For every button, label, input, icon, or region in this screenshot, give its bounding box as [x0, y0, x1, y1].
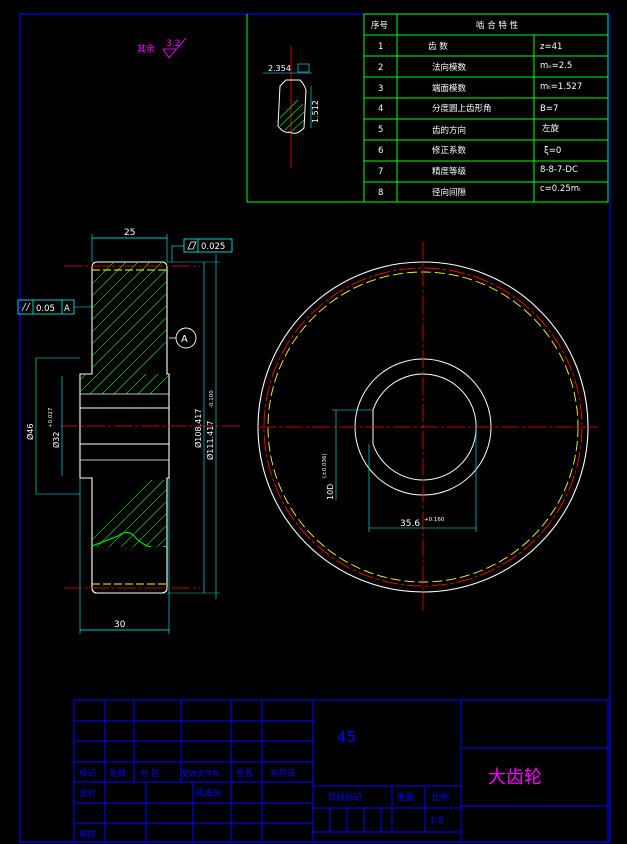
params-row-no: 7: [378, 167, 383, 177]
tb-weight: 重量: [397, 792, 415, 803]
tb-material: 45: [337, 728, 356, 746]
params-row-value: 左旋: [542, 123, 560, 134]
params-row-no: 8: [378, 188, 383, 198]
dim-hub-diameter: Ø46: [25, 424, 35, 440]
keyway-width-tol: +0.160: [424, 517, 445, 523]
params-row-no: 1: [378, 42, 383, 52]
tooth-detail: 2.354 1.512: [246, 14, 364, 203]
tb-doc-no: 更改文件号: [182, 768, 220, 778]
params-row-value: B=7: [540, 104, 558, 114]
drawing-frame: [19, 13, 611, 843]
params-row-value: c=0.25mₗ: [540, 184, 580, 194]
params-row-no: 2: [378, 63, 383, 73]
title-block-text: 标记 处数 分 区 更改文件号 签名 年月日 设计 标准化 审核 阶段标记 重量…: [79, 728, 449, 840]
params-row-value: z=41: [540, 42, 562, 52]
dim-pitch-diameter: Ø108.417: [193, 409, 203, 448]
params-row-no: 4: [378, 104, 383, 114]
dim-tip-tolerance: -0.100: [209, 390, 215, 408]
tb-mark: 标记: [79, 768, 97, 779]
tb-scale: 比例: [432, 792, 449, 803]
dim-tip-diameter: Ø111.417: [205, 421, 215, 460]
params-row-name: 径向间隙: [432, 187, 467, 198]
tb-sign: 签名: [236, 768, 253, 779]
tb-stage: 阶段标记: [328, 792, 363, 803]
surface-finish-mark: 其余 3.2: [137, 37, 187, 59]
tb-zone: 分 区: [140, 769, 160, 779]
dim-bore-diameter: Ø32: [51, 432, 61, 448]
section-view: 25 30 0.025 0.05 A A: [17, 228, 240, 634]
tb-standardize: 标准化: [196, 788, 222, 799]
parallelism-value: 0.05: [36, 304, 55, 314]
surface-finish-label: 其余: [137, 43, 155, 55]
flatness-value: 0.025: [201, 242, 225, 252]
params-header-title: 啮 合 特 性: [476, 20, 519, 31]
datum-a: A: [169, 327, 197, 349]
params-table-text: 序号 啮 合 特 性 1 齿 数 z=41 2 法向模数 mₙ=2.5 3 端面…: [371, 20, 582, 198]
params-row-name: 齿 数: [428, 41, 448, 52]
params-row-value: ξ=0: [544, 146, 561, 156]
tb-part-name: 大齿轮: [488, 767, 542, 788]
params-row-name: 修正系数: [432, 145, 467, 156]
params-row-no: 6: [378, 146, 383, 156]
params-row-name: 齿的方向: [432, 125, 466, 136]
params-row-value: mₜ=1.527: [540, 82, 582, 92]
title-block: [73, 699, 609, 843]
params-row-no: 3: [378, 84, 383, 94]
keyway-depth-dim: 10D: [326, 484, 335, 500]
tb-count: 处数: [109, 768, 127, 779]
dim-bore-tolerance: +0.027: [48, 407, 54, 428]
tb-design: 设计: [79, 788, 97, 799]
parallelism-tolerance: 0.05 A: [17, 299, 92, 315]
parallelism-datum: A: [64, 304, 70, 314]
params-header-no: 序号: [371, 20, 388, 31]
flatness-tolerance: 0.025: [171, 238, 233, 262]
params-table: [363, 13, 609, 203]
params-row-name: 精度等级: [432, 166, 467, 177]
keyway-depth-tol: (±0.036): [322, 453, 328, 478]
params-row-name: 分度圆上齿形角: [432, 103, 492, 114]
dim-width-top: 25: [124, 228, 135, 238]
front-view: 10D (±0.036) 35.6 +0.160: [257, 242, 598, 612]
keyway-width-dim: 35.6: [400, 519, 420, 529]
params-row-name: 端面模数: [432, 83, 467, 94]
tb-review: 审核: [79, 829, 97, 840]
tb-scale-value: 1:8: [430, 816, 444, 826]
tb-date: 年月日: [270, 768, 296, 779]
dim-width-bottom: 30: [114, 620, 126, 630]
params-row-name: 法向模数: [432, 62, 467, 73]
params-row-no: 5: [378, 125, 383, 135]
surface-finish-value: 3.2: [166, 39, 180, 49]
params-row-value: mₙ=2.5: [540, 61, 572, 71]
datum-a-label: A: [181, 334, 188, 345]
break-line: [91, 532, 168, 549]
params-row-value: 8-8-7-DC: [540, 165, 578, 175]
tooth-height-dim: 1.512: [311, 100, 320, 123]
tooth-width-dim: 2.354: [268, 64, 291, 73]
